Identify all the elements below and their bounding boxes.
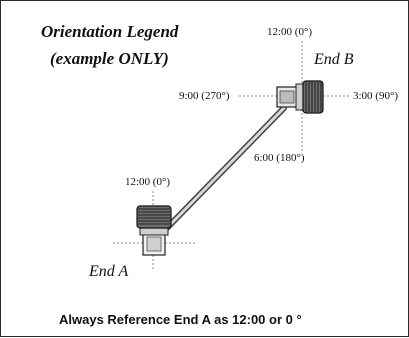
end-b-9-oclock-label: 9:00 (270°)	[179, 90, 230, 102]
end-a-12-oclock-label: 12:00 (0°)	[125, 176, 171, 188]
reference-note: Always Reference End A as 12:00 or 0 °	[59, 312, 302, 327]
end-b-label: End B	[314, 51, 354, 68]
end-b-6-oclock-label: 6:00 (180°)	[254, 152, 305, 164]
end-b-12-oclock-label: 12:00 (0°)	[267, 26, 313, 38]
end-a-connector	[136, 205, 172, 256]
end-a-label: End A	[89, 263, 129, 280]
legend-title: Orientation Legend	[41, 22, 179, 41]
legend-subtitle: (example ONLY)	[50, 49, 169, 68]
end-b-3-oclock-label: 3:00 (90°)	[353, 90, 399, 102]
end-b-connector	[276, 80, 324, 114]
cable	[163, 105, 287, 232]
